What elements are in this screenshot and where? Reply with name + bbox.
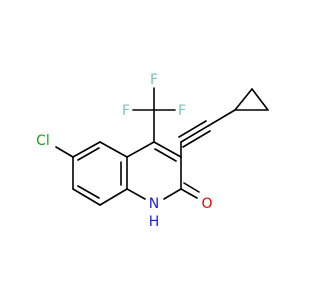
pyridinone-ring: [126, 141, 182, 200]
bond-c4a-c4: [126, 141, 155, 158]
cp-bond-2: [251, 88, 269, 111]
nitrogen-label: N: [149, 196, 159, 212]
bond-c8-c8a: [99, 188, 128, 206]
alkyne-linker: [178, 109, 236, 158]
cyclopropyl-ring: [234, 88, 269, 111]
oxygen-label: O: [201, 196, 212, 212]
bond-c4a-c5: [99, 141, 128, 158]
carbonyl-group: [180, 182, 200, 199]
fluorine-label-left: F: [122, 103, 130, 119]
bond-n1-c8a: [126, 188, 146, 200]
bond-c4-c3: [153, 141, 182, 158]
benzene-ring: [72, 141, 128, 206]
fluorine-label-top: F: [150, 72, 158, 88]
bond-alkyne-cyclopropyl: [207, 109, 236, 127]
nitrogen-hydrogen-label: H: [149, 214, 160, 230]
triple-bond-lower: [182, 130, 211, 148]
double-bond-c5-c6: [77, 147, 100, 161]
bond-c7-c8: [72, 188, 101, 206]
double-bond-c7-c8: [77, 185, 100, 199]
double-bond-c4-c3: [154, 148, 177, 162]
cp-bond-1: [234, 88, 253, 111]
bond-c2-o: [180, 188, 198, 199]
bond-c6-cl: [55, 146, 74, 158]
structure-diagram: Cl F F F O N H: [36, 72, 269, 230]
bond-c5-c6: [72, 141, 101, 158]
double-bond-c2-o: [183, 182, 200, 193]
triple-bond-upper: [178, 120, 207, 138]
fluorine-label-right: F: [178, 103, 186, 119]
bond-c2-n1: [163, 188, 182, 200]
trifluoromethyl-group: [132, 87, 176, 143]
triple-bond-center: [180, 125, 209, 143]
chlorine-label: Cl: [36, 133, 50, 149]
molecule-canvas: Cl F F F O N H: [36, 72, 269, 230]
